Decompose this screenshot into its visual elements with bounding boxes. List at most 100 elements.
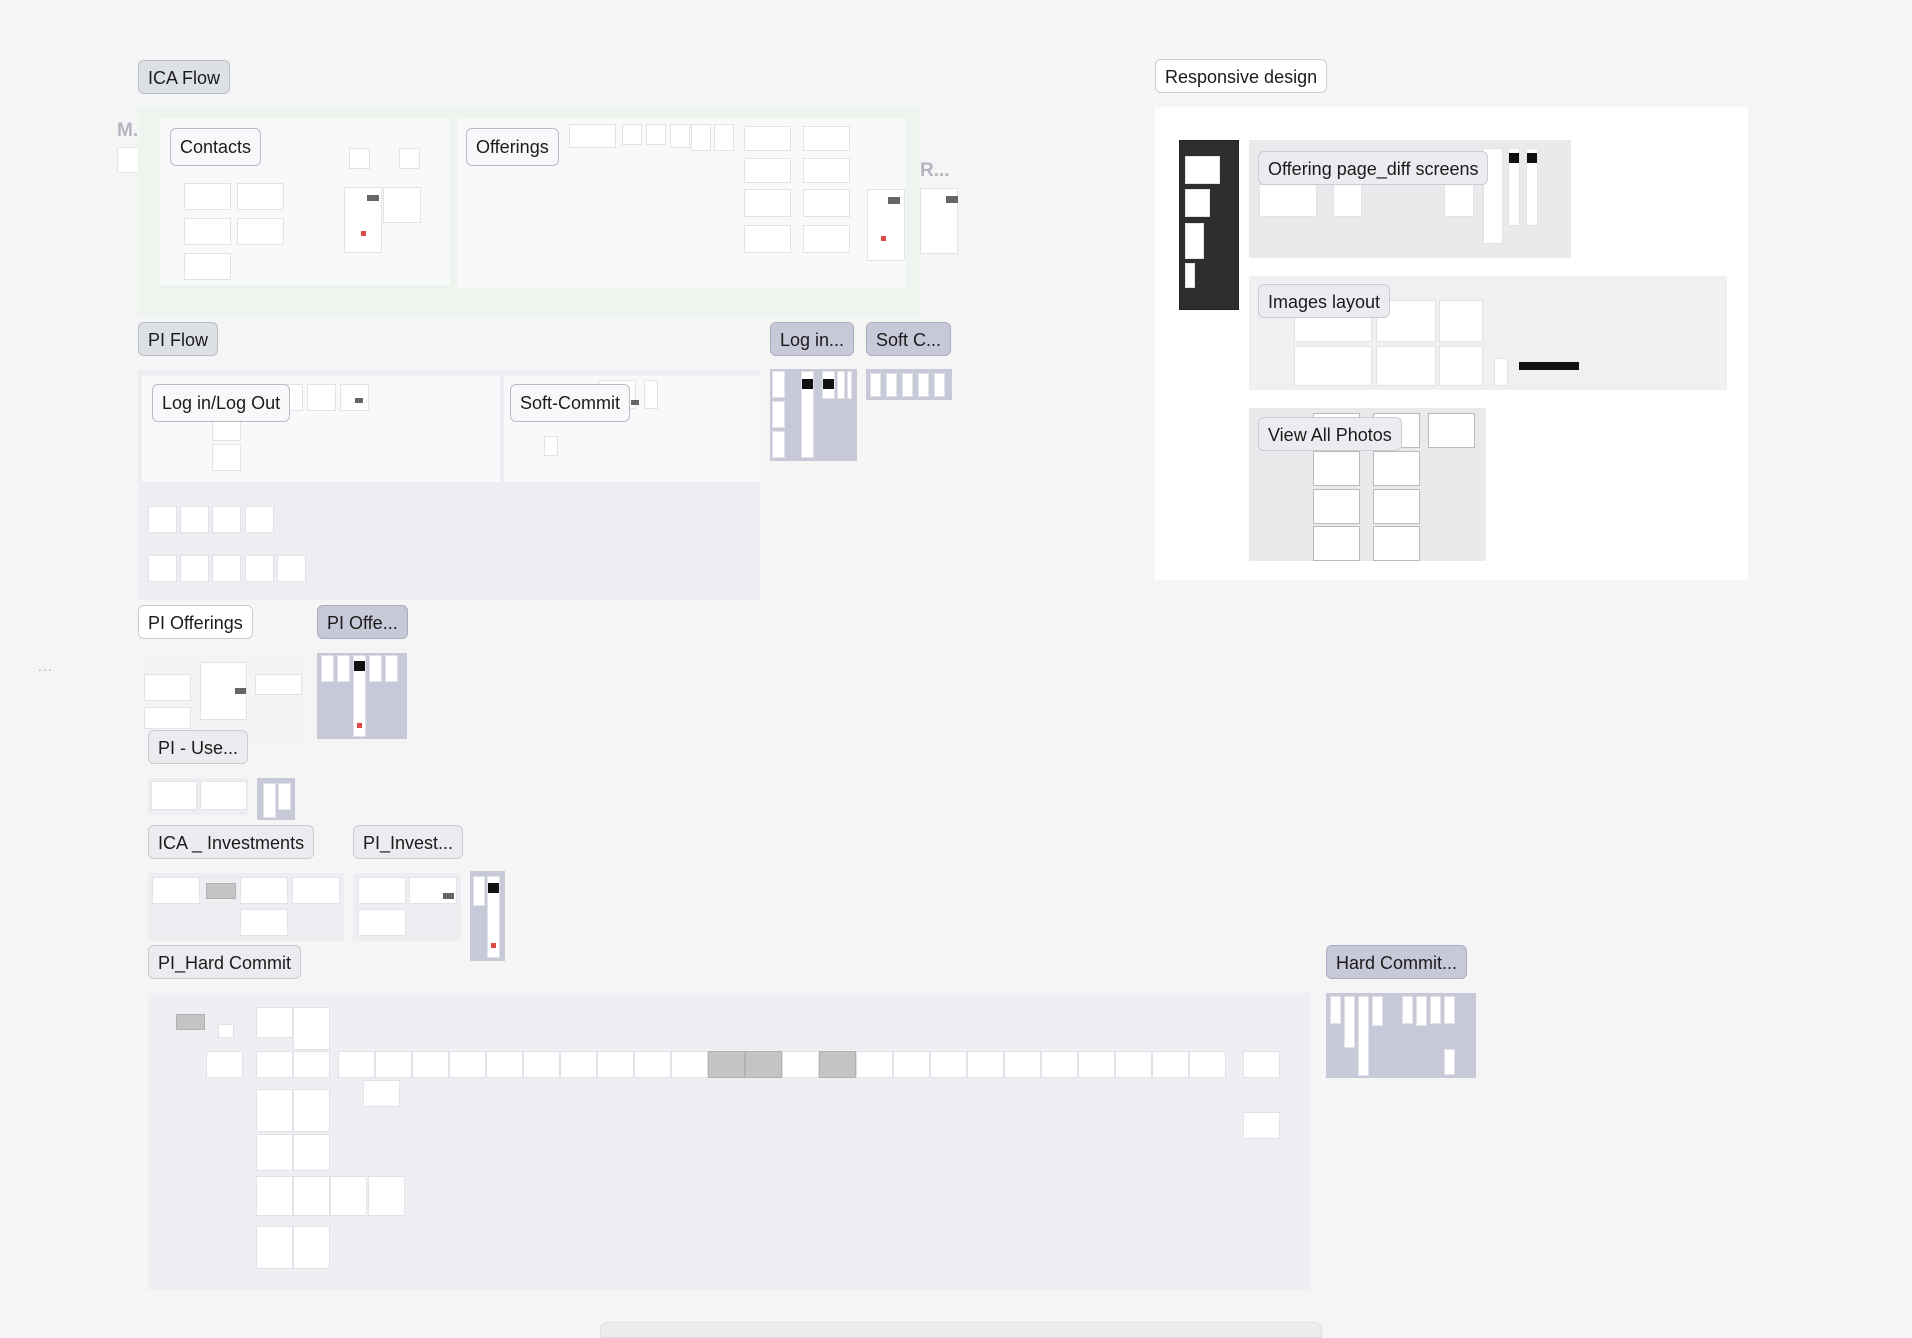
frame-thumbnail[interactable]	[151, 781, 197, 810]
frame-thumbnail[interactable]	[1428, 413, 1475, 448]
subsection-label-offerings[interactable]: Offerings	[466, 128, 559, 166]
frame-thumbnail[interactable]	[634, 1051, 671, 1078]
frame-overlay[interactable]	[708, 1051, 745, 1078]
section-label-pi-hard-commit[interactable]: PI_Hard Commit	[148, 945, 302, 979]
frame-thumbnail[interactable]	[801, 371, 814, 458]
frame-thumbnail[interactable]	[307, 384, 336, 411]
section-label-responsive-design[interactable]: Responsive design	[1155, 59, 1328, 93]
frame-thumbnail[interactable]	[255, 674, 302, 695]
frame-thumbnail[interactable]	[1526, 148, 1538, 226]
frame-thumbnail[interactable]	[1416, 996, 1427, 1026]
frame-thumbnail[interactable]	[1373, 489, 1420, 524]
frame-thumbnail[interactable]	[744, 126, 791, 151]
frame-thumbnail[interactable]	[646, 124, 666, 145]
subsection-soft-commit[interactable]: Soft-Commit	[504, 376, 760, 482]
frame-thumbnail[interactable]	[180, 506, 209, 533]
frame-thumbnail[interactable]	[934, 373, 945, 397]
frame-thumbnail[interactable]	[1313, 489, 1360, 524]
subsection-label-login-logout[interactable]: Log in/Log Out	[152, 384, 291, 422]
frame-thumbnail[interactable]	[1494, 358, 1508, 386]
frame-thumbnail[interactable]	[245, 555, 274, 582]
frame-thumbnail[interactable]	[1330, 996, 1341, 1024]
frame-thumbnail[interactable]	[340, 384, 369, 411]
frame-thumbnail[interactable]	[1185, 223, 1204, 259]
frame-thumbnail[interactable]	[240, 877, 288, 904]
frame-thumbnail[interactable]	[967, 1051, 1004, 1078]
frame-thumbnail[interactable]	[358, 877, 406, 904]
frame-thumbnail[interactable]	[237, 218, 284, 245]
frame-thumbnail[interactable]	[263, 783, 276, 818]
frame-thumbnail[interactable]	[1294, 346, 1372, 386]
frame-thumbnail[interactable]	[803, 225, 850, 253]
frame-thumbnail[interactable]	[1430, 996, 1441, 1024]
frame-thumbnail[interactable]	[670, 124, 690, 148]
frame-thumbnail[interactable]	[409, 877, 457, 904]
frame-thumbnail[interactable]	[1439, 346, 1483, 386]
frame-thumbnail[interactable]	[349, 148, 370, 169]
section-label-pi-investments[interactable]: PI_Invest...	[353, 825, 464, 859]
section-label-login-mobile[interactable]: Log in...	[770, 322, 855, 356]
frame-thumbnail[interactable]	[544, 436, 558, 456]
more-icon[interactable]: ...	[38, 658, 53, 674]
section-pi-user[interactable]	[148, 778, 248, 815]
section-hard-commit-mobile[interactable]	[1326, 993, 1476, 1078]
frame-thumbnail[interactable]	[1152, 1051, 1189, 1078]
frame-thumbnail[interactable]	[622, 124, 642, 145]
frame-thumbnail[interactable]	[218, 1024, 234, 1038]
section-label-hard-commit-mobile[interactable]: Hard Commit...	[1326, 945, 1468, 979]
frame-thumbnail[interactable]	[412, 1051, 449, 1078]
frame-thumbnail[interactable]	[256, 1134, 293, 1171]
frame-thumbnail[interactable]	[293, 1226, 330, 1269]
frame-thumbnail[interactable]	[1004, 1051, 1041, 1078]
section-ica-flow[interactable]: Contacts Offerings	[138, 107, 920, 316]
frame-thumbnail[interactable]	[487, 876, 500, 958]
frame-thumbnail[interactable]	[293, 1089, 330, 1132]
frame-thumbnail[interactable]	[803, 158, 850, 183]
section-pi-offerings[interactable]	[138, 654, 307, 745]
frame-thumbnail[interactable]	[560, 1051, 597, 1078]
frame-thumbnail[interactable]	[256, 1007, 293, 1038]
frame-thumbnail[interactable]	[1444, 996, 1455, 1024]
frame-thumbnail[interactable]	[1243, 1112, 1280, 1139]
frame-thumbnail[interactable]	[144, 674, 191, 701]
frame-thumbnail[interactable]	[368, 1176, 405, 1216]
frame-thumbnail[interactable]	[293, 1007, 330, 1050]
frame-overlay[interactable]	[819, 1051, 856, 1078]
frame-thumbnail[interactable]	[1376, 346, 1436, 386]
section-label-pi-user[interactable]: PI - Use...	[148, 730, 249, 764]
frame-overlay[interactable]	[745, 1051, 782, 1078]
section-label-pi-offerings[interactable]: PI Offerings	[138, 605, 253, 639]
frame-thumbnail[interactable]	[385, 655, 398, 682]
frame-thumbnail[interactable]	[772, 431, 785, 458]
frame-thumbnail[interactable]	[277, 555, 306, 582]
frame-thumbnail[interactable]	[714, 124, 734, 151]
frame-thumbnail[interactable]	[1115, 1051, 1152, 1078]
frame-thumbnail[interactable]	[321, 655, 334, 682]
frame-thumbnail[interactable]	[523, 1051, 560, 1078]
frame-thumbnail[interactable]	[870, 373, 881, 397]
frame-thumbnail[interactable]	[144, 707, 191, 729]
section-pi-flow[interactable]: Log in/Log Out Soft-Commit	[138, 370, 760, 600]
subsection-label-offering-page[interactable]: Offering page_diff screens	[1258, 151, 1489, 185]
frame-thumbnail[interactable]	[293, 1051, 330, 1078]
section-label-pi-flow[interactable]: PI Flow	[138, 322, 219, 356]
frame-thumbnail[interactable]	[358, 909, 406, 936]
frame-thumbnail[interactable]	[1373, 451, 1420, 486]
frame-thumbnail[interactable]	[1372, 996, 1383, 1026]
frame-thumbnail[interactable]	[473, 876, 485, 906]
frame-thumbnail[interactable]	[1041, 1051, 1078, 1078]
frame-thumbnail[interactable]	[1078, 1051, 1115, 1078]
frame-thumbnail[interactable]	[1185, 263, 1195, 288]
frame-thumbnail[interactable]	[902, 373, 913, 397]
section-pi-hard-commit[interactable]	[148, 993, 1310, 1290]
frame-thumbnail[interactable]	[856, 1051, 893, 1078]
frame-thumbnail[interactable]	[486, 1051, 523, 1078]
frame-thumbnail[interactable]	[597, 1051, 634, 1078]
section-pi-investments[interactable]	[353, 873, 461, 941]
frame-thumbnail[interactable]	[212, 555, 241, 582]
subsection-login-logout[interactable]: Log in/Log Out	[142, 376, 500, 482]
frame-thumbnail[interactable]	[1243, 1051, 1280, 1078]
frame-thumbnail[interactable]	[744, 189, 791, 217]
frame-thumbnail[interactable]	[237, 183, 284, 210]
frame-thumbnail[interactable]	[383, 187, 421, 223]
